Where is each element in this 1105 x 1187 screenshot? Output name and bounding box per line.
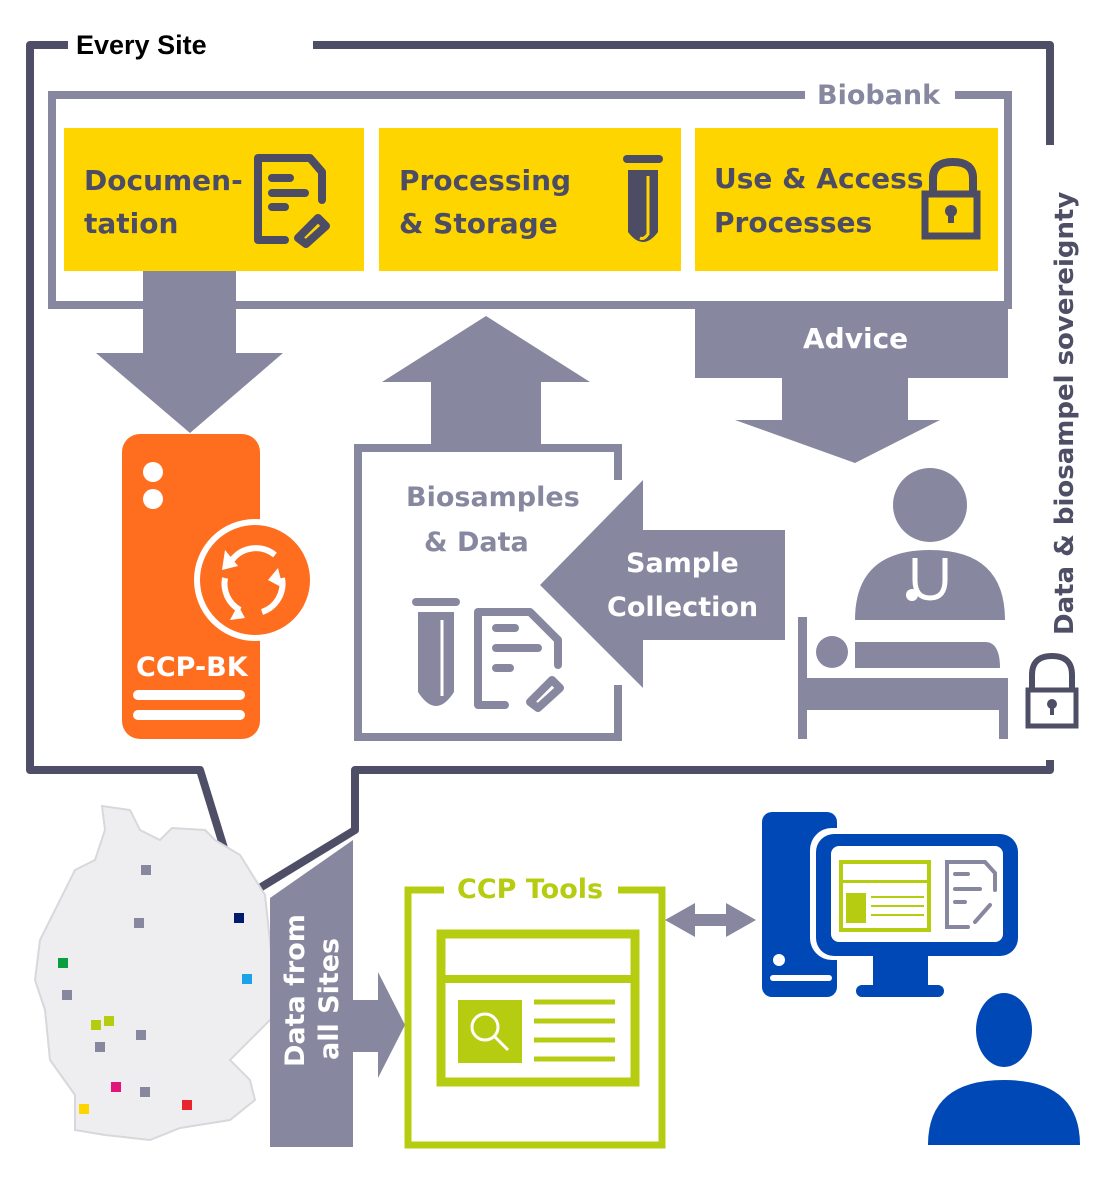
map-site-marker	[79, 1104, 89, 1114]
map-site-marker	[242, 974, 252, 984]
map-site-marker	[91, 1020, 101, 1030]
ccp-bk-label: CCP-BK	[136, 652, 248, 683]
map-site-marker	[182, 1100, 192, 1110]
processing-label-line1: Processing	[399, 164, 572, 197]
map-site-marker	[136, 1030, 146, 1040]
use-access-box	[695, 128, 998, 271]
map-sites	[58, 865, 252, 1114]
use-access-label-line2: Processes	[714, 206, 873, 239]
ccp-bk-server	[122, 434, 316, 739]
test-tube-icon	[623, 155, 663, 242]
germany-map	[33, 804, 282, 1142]
biosample-document-icon	[474, 608, 564, 712]
documentation-box	[64, 128, 364, 271]
padlock-icon	[921, 157, 981, 240]
sample-collection-label-line1: Sample	[626, 548, 739, 579]
biobank-frame	[48, 91, 1012, 309]
computer-icon	[762, 812, 1024, 997]
sovereignty-padlock-icon	[1025, 652, 1079, 729]
map-site-marker	[58, 958, 68, 968]
sovereignty-label: Data & biosampel sovereignty	[1050, 191, 1080, 635]
map-site-marker	[141, 865, 151, 875]
advice-label: Advice	[803, 322, 909, 355]
every-site-title: Every Site	[76, 30, 207, 60]
biosample-tube-icon	[412, 598, 460, 706]
advice-arrow	[695, 305, 1008, 463]
data-from-all-sites-arrow	[270, 840, 405, 1147]
data-from-all-sites-line2: all Sites	[314, 937, 345, 1060]
processing-label-line2: & Storage	[399, 207, 558, 240]
map-site-marker	[104, 1016, 114, 1026]
bidirectional-arrow	[665, 903, 756, 937]
map-site-marker	[62, 990, 72, 1000]
sample-collection-arrow	[540, 480, 785, 688]
biosamples-label-line2: & Data	[424, 527, 529, 558]
ccp-tools-window-icon	[436, 929, 640, 1087]
sample-collection-label-line2: Collection	[607, 592, 759, 623]
map-site-marker	[95, 1042, 105, 1052]
use-access-label-line1: Use & Access	[714, 162, 924, 195]
data-from-all-sites-line1: Data from	[280, 914, 311, 1067]
map-site-marker	[134, 918, 144, 928]
documentation-down-arrow	[96, 271, 283, 433]
biosamples-up-arrow	[382, 316, 590, 448]
user-icon	[928, 993, 1080, 1145]
map-site-marker	[140, 1087, 150, 1097]
documentation-label-line1: Documen-	[84, 164, 243, 197]
ccp-tools-frame	[404, 886, 666, 1149]
doctor-patient-icon	[798, 468, 1008, 739]
biobank-title: Biobank	[817, 80, 941, 111]
biosamples-frame	[354, 444, 622, 741]
map-site-marker	[111, 1082, 121, 1092]
map-site-marker	[234, 913, 244, 923]
biosamples-label-line1: Biosamples	[406, 482, 580, 513]
document-edit-icon	[254, 154, 330, 248]
ccp-tools-title: CCP Tools	[457, 874, 604, 905]
documentation-label-line2: tation	[84, 207, 179, 240]
